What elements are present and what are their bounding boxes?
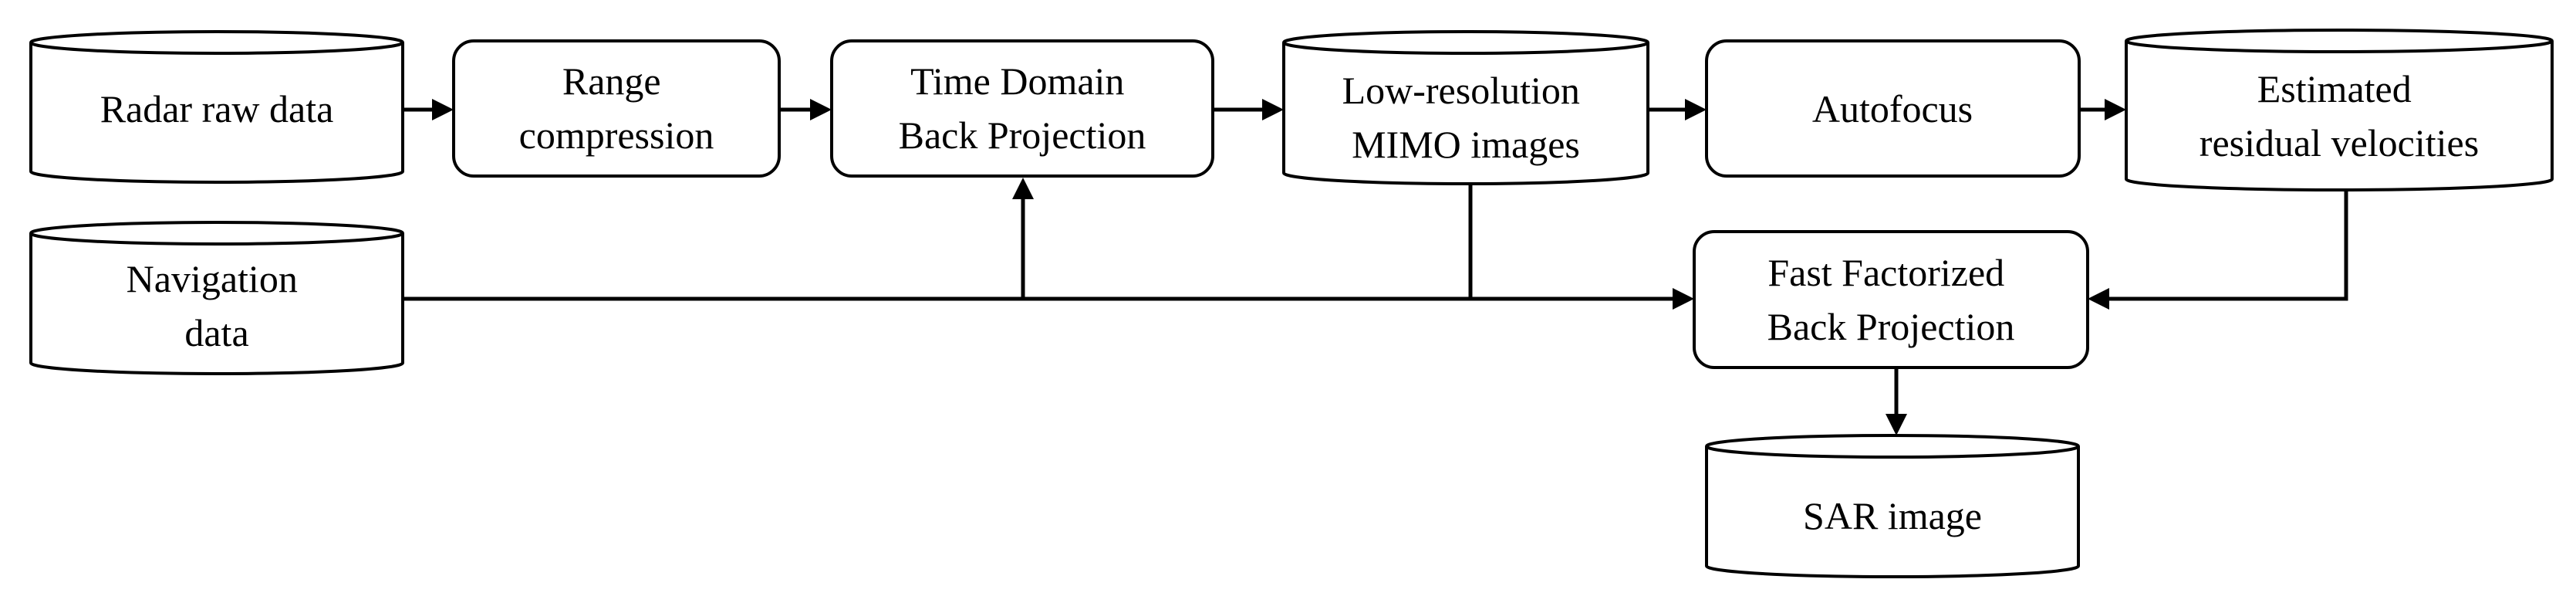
node-label: Estimated residual velocities — [2200, 67, 2479, 164]
arrowhead-navigation-to-ffbp — [1673, 288, 1694, 310]
node-label: Time Domain Back Projection — [899, 59, 1146, 157]
node-sar-image: SAR image — [1705, 434, 2080, 578]
arrowhead-range-to-tdbp — [810, 99, 832, 120]
arrowhead-estvel-to-ffbp — [2088, 288, 2109, 310]
node-radar-raw-data: Radar raw data — [29, 30, 404, 184]
node-fast-factorized-back-projection: Fast Factorized Back Projection — [1693, 230, 2089, 369]
node-label: Navigation data — [127, 257, 308, 354]
process-box — [1693, 230, 2089, 369]
arrowhead-navigation-to-tdbp — [1012, 178, 1034, 199]
database-shape — [1282, 30, 1649, 185]
database-shape — [1705, 434, 2080, 578]
database-shape — [29, 221, 404, 375]
arrowhead-ffbp-to-sar — [1886, 414, 1907, 435]
arrowhead-tdbp-to-lowres — [1262, 99, 1284, 120]
edge-estvel-to-ffbp — [2108, 190, 2348, 301]
database-shape — [29, 30, 404, 184]
node-autofocus: Autofocus — [1705, 39, 2081, 178]
process-box — [830, 39, 1214, 178]
database-rim — [2125, 40, 2554, 53]
arrowhead-lowres-to-autofocus — [1685, 99, 1707, 120]
node-estimated-residual-velocities: Estimated residual velocities — [2125, 29, 2554, 191]
edges — [403, 99, 2348, 435]
node-low-resolution-mimo-images: Low-resolution MIMO images — [1282, 30, 1649, 185]
node-range-compression: Range compression — [452, 39, 781, 178]
node-label: Range compression — [519, 59, 714, 157]
node-navigation-data: Navigation data — [29, 221, 404, 375]
node-time-domain-back-projection: Time Domain Back Projection — [830, 39, 1214, 178]
node-label: Radar raw data — [100, 87, 334, 130]
process-box — [452, 39, 781, 178]
database-rim — [1282, 42, 1649, 55]
arrowhead-radar-to-range — [432, 99, 454, 120]
database-rim — [1705, 445, 2080, 459]
node-label: SAR image — [1803, 494, 1982, 537]
database-shape — [2125, 29, 2554, 191]
process-box — [1705, 39, 2081, 178]
database-rim — [29, 42, 404, 55]
node-label: Fast Factorized Back Projection — [1767, 251, 2015, 348]
arrowhead-autofocus-to-estvel — [2105, 99, 2126, 120]
node-label: Low-resolution MIMO images — [1342, 69, 1590, 166]
database-rim — [29, 232, 404, 246]
node-label: Autofocus — [1812, 87, 1973, 130]
